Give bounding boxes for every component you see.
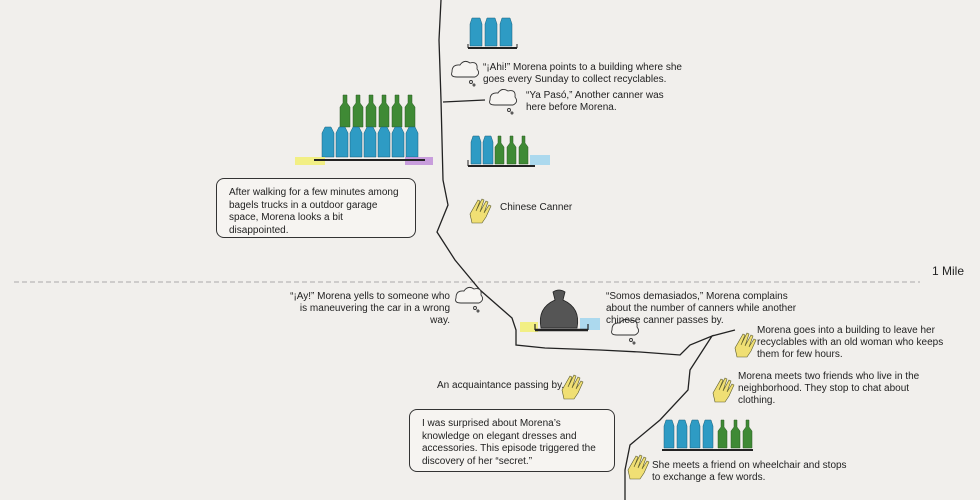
note-chinese-canner: Chinese Canner xyxy=(500,202,573,213)
box-bagels: After walking for a few minutes among ba… xyxy=(216,178,416,238)
box-dresses: I was surprised about Morena’s knowledge… xyxy=(409,409,615,472)
glove-icon xyxy=(627,454,650,480)
glove-icon xyxy=(712,377,735,403)
note-acquaintance: An acquaintance passing by. xyxy=(437,380,565,391)
note-ay: “¡Ay!” Morena yells to someone who is ma… xyxy=(290,291,450,326)
route-path xyxy=(436,0,714,500)
note-building: Morena goes into a building to leave her… xyxy=(757,325,944,360)
glove-icon xyxy=(469,198,492,224)
route-branch xyxy=(442,99,486,103)
note-ya-paso: “Ya Pasó,” Another canner was here befor… xyxy=(526,90,664,113)
note-somos: “Somos demasiados,” Morena complains abo… xyxy=(606,291,797,326)
route-branch-2 xyxy=(711,329,736,337)
note-wheelchair: She meets a friend on wheelchair and sto… xyxy=(652,460,847,483)
speech-cloud-icon xyxy=(489,88,518,115)
distance-marker: 1 Mile xyxy=(931,264,964,278)
speech-cloud-icon xyxy=(455,286,484,313)
speech-cloud-icon xyxy=(451,60,480,87)
speech-cloud-icon xyxy=(611,318,640,345)
note-friends: Morena meets two friends who live in the… xyxy=(738,371,920,406)
glove-icon xyxy=(734,332,757,358)
note-ahi: “¡Ahi!” Morena points to a building wher… xyxy=(483,62,682,85)
